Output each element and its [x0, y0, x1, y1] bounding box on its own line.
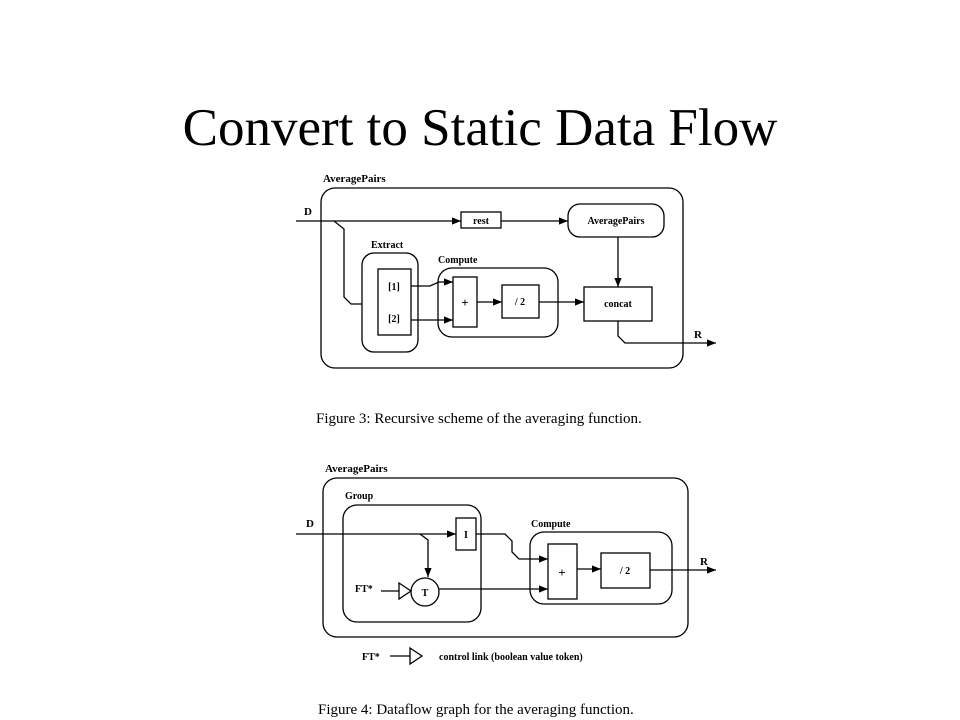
fig4-ft-label: FT*: [355, 584, 373, 595]
fig3-plus-label: +: [461, 295, 468, 310]
fig4-plus-label: +: [558, 565, 565, 580]
fig3-rest-box: [460, 211, 502, 229]
fig4-edge-i-plus: [476, 533, 548, 563]
fig4-legend-ft-label: FT*: [362, 652, 380, 663]
fig4-div-box: [600, 552, 651, 589]
fig4-i-label: I: [464, 530, 468, 541]
fig3-input-label: D: [304, 206, 312, 218]
fig3-compute-label: Compute: [438, 255, 478, 266]
fig4-plus-box: [547, 543, 578, 600]
fig4-outer-label: AveragePairs: [325, 463, 388, 475]
fig3-rest-label: rest: [473, 216, 490, 227]
fig3-output-label: R: [694, 329, 703, 341]
figure-4: AveragePairs Group Compute D I T FT* + /…: [296, 463, 716, 718]
fig4-ft-arrow-icon: [398, 581, 413, 601]
fig4-div-label: / 2: [619, 566, 630, 577]
fig4-input-label: D: [306, 518, 314, 530]
fig4-compute-label: Compute: [531, 519, 571, 530]
fig3-extract-label: Extract: [371, 240, 404, 251]
fig3-caption: Figure 3: Recursive scheme of the averag…: [316, 411, 642, 427]
fig4-t-label: T: [422, 588, 429, 599]
fig3-concat-label: concat: [604, 299, 632, 310]
fig3-recursive-box: [567, 203, 665, 238]
fig4-group-label: Group: [345, 491, 374, 502]
fig4-edge-d-t: [419, 533, 432, 577]
fig3-recursive-label: AveragePairs: [587, 216, 644, 227]
fig3-plus-box: [452, 276, 478, 328]
slide-title: Convert to Static Data Flow: [182, 99, 778, 157]
fig3-div-box: [501, 284, 540, 319]
fig4-t-node: [410, 577, 440, 607]
fig3-edge-idx1-plus: [411, 278, 453, 287]
fig3-index-box: [377, 268, 412, 336]
fig4-legend-arrow-icon: [409, 646, 424, 666]
fig4-legend-text: control link (boolean value token): [439, 652, 583, 663]
fig4-output-label: R: [700, 556, 709, 568]
fig3-outer-label: AveragePairs: [323, 173, 386, 185]
figure-3: AveragePairs D rest AveragePairs Extract…: [296, 173, 716, 427]
fig3-div-label: / 2: [514, 297, 525, 308]
fig3-edge-concat-r: [617, 321, 716, 347]
fig4-caption: Figure 4: Dataflow graph for the averagi…: [318, 702, 634, 718]
fig3-index1-label: [1]: [388, 282, 400, 293]
fig3-index2-label: [2]: [388, 314, 400, 325]
fig3-edge-d-extract: [333, 220, 378, 308]
